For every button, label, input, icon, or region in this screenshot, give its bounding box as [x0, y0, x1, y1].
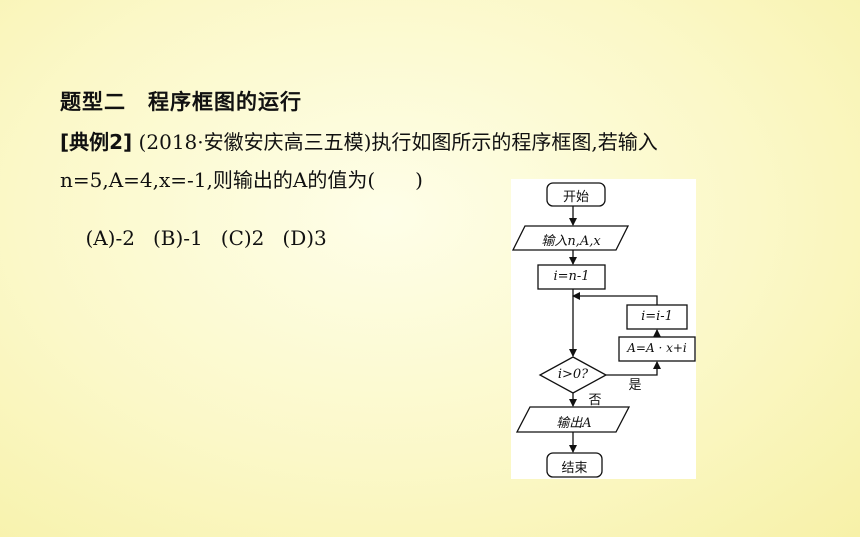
choice-b: (B)-1 — [152, 226, 203, 250]
decrement-label: i=i-1 — [641, 309, 673, 324]
answer-choices: (A)-2 (B)-1 (C)2 (D)3 — [60, 202, 345, 274]
problem-line-1: [典例2] (2018·安徽安庆高三五模)执行如图所示的程序框图,若输入 — [60, 126, 658, 155]
output-label: 输出A — [556, 416, 592, 431]
init-label: i=n-1 — [553, 269, 590, 284]
init-box — [537, 264, 606, 290]
start-label: 开始 — [562, 190, 589, 205]
problem-text-2-end: ) — [415, 168, 423, 192]
section-heading: 题型二 程序框图的运行 — [60, 90, 302, 114]
input-box — [511, 225, 630, 251]
end-terminal — [546, 452, 603, 478]
yes-label: 是 — [628, 378, 642, 393]
choice-d: (D)3 — [282, 226, 327, 250]
start-terminal — [546, 182, 606, 207]
flowchart-shapes — [511, 182, 696, 478]
end-label: 结束 — [561, 461, 588, 476]
update-label: A=A · x+i — [627, 341, 687, 355]
problem-line-2: n=5,A=4,x=-1,则输出的A的值为() — [60, 164, 423, 193]
no-label: 否 — [588, 393, 602, 408]
condition-label: i>0? — [557, 367, 589, 382]
problem-text-2: n=5,A=4,x=-1,则输出的A的值为( — [60, 168, 376, 192]
problem-text-1: (2018·安徽安庆高三五模)执行如图所示的程序框图,若输入 — [132, 130, 658, 154]
output-box — [515, 406, 631, 433]
input-label: 输入n,A,x — [541, 234, 601, 249]
flowchart: 开始 输入n,A,x i=n-1 i=i-1 A=A · x+i i>0? 是 … — [511, 179, 696, 479]
example-tag: [典例2] — [60, 130, 133, 154]
choice-c: (C)2 — [220, 226, 265, 250]
choice-a: (A)-2 — [85, 226, 135, 250]
